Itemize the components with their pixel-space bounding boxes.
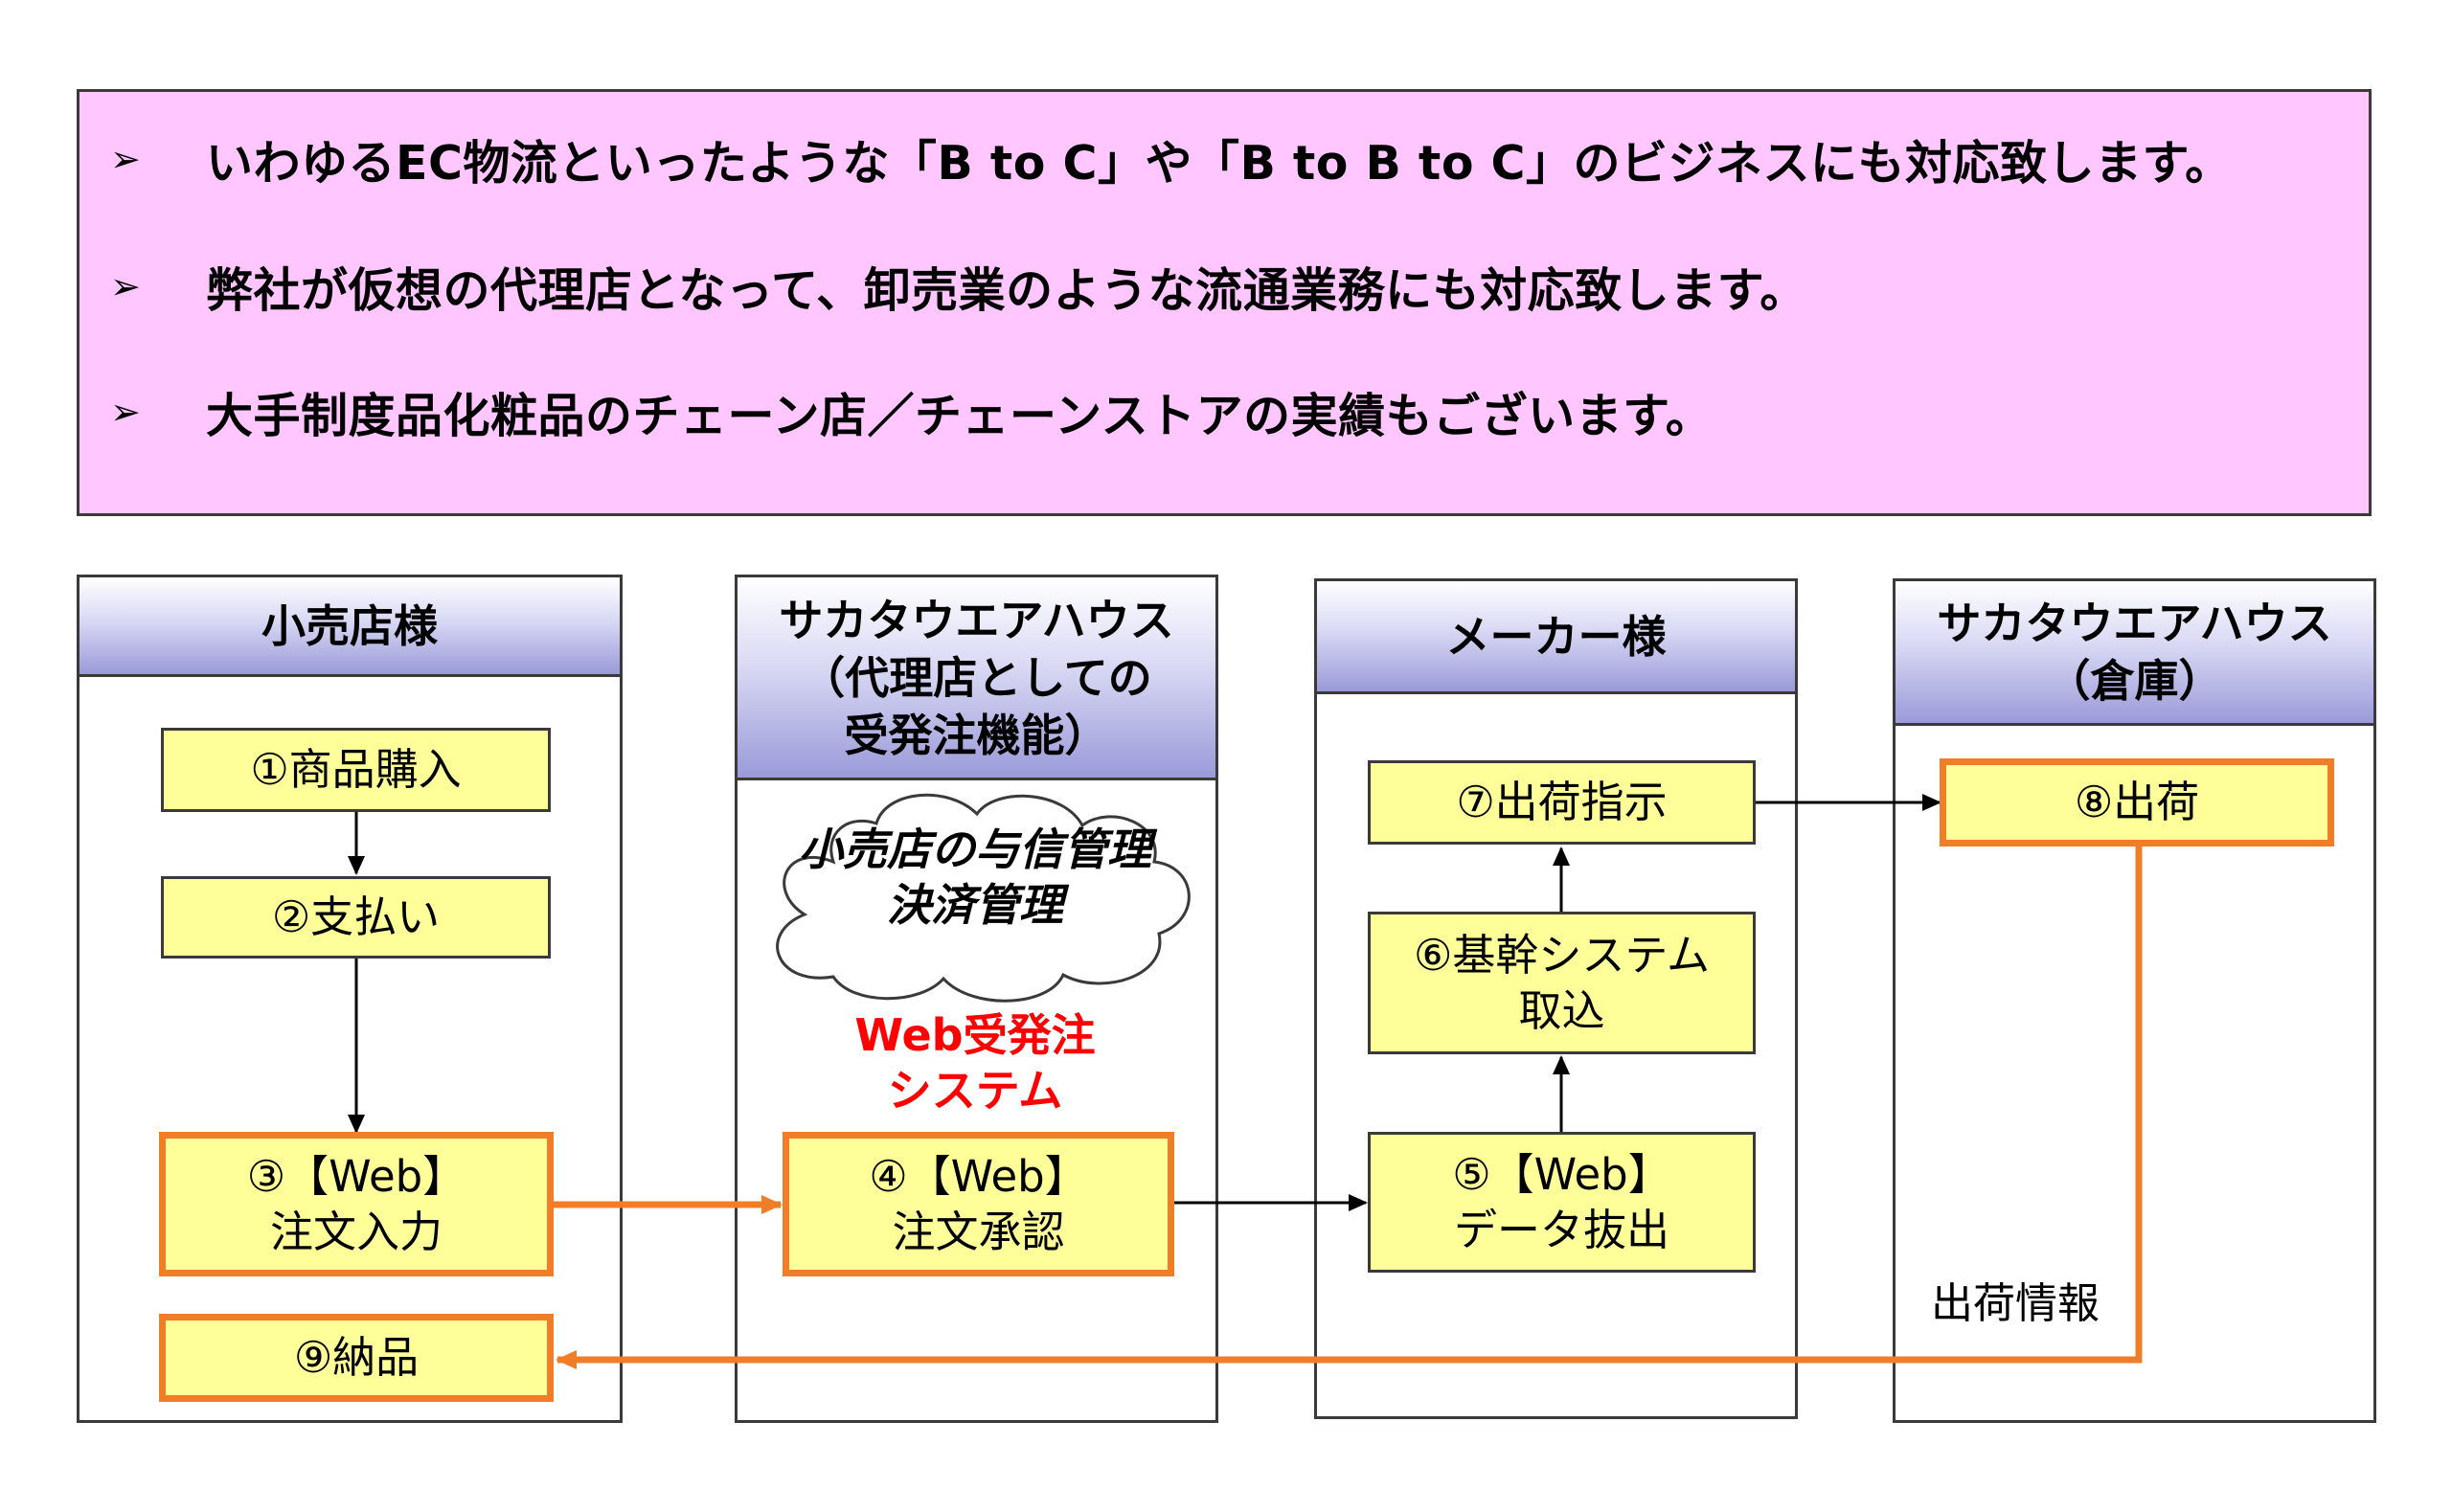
bullet-arrow-icon: ➢: [110, 265, 142, 307]
step-label: ⑨納品: [293, 1332, 420, 1383]
step-label-line: ③【Web】: [246, 1150, 466, 1202]
step-5-web-data-extraction: ⑤【Web】 データ抜出: [1368, 1132, 1756, 1273]
step-label-line: ⑤【Web】: [1452, 1148, 1671, 1200]
step-label-line: ④【Web】: [869, 1150, 1088, 1202]
column-title: 小売店様: [261, 599, 438, 652]
step-label-line: 注文入力: [269, 1206, 443, 1257]
step-6-core-system-import: ⑥基幹システム 取込: [1368, 912, 1756, 1054]
step-label-line: ⑥基幹システム: [1414, 929, 1710, 981]
step-label-line: データ抜出: [1453, 1204, 1669, 1255]
system-label-line: Web受発注: [854, 1009, 1096, 1061]
column-title-line: （代理店としての: [801, 651, 1152, 704]
column-title-line: （倉庫）: [2046, 655, 2223, 707]
column-title-line: サカタウエアハウス: [779, 594, 1174, 646]
step-8-shipping: ⑧出荷: [1940, 758, 2334, 846]
step-2-payment: ②支払い: [161, 876, 551, 959]
column-title: メーカー様: [1445, 610, 1667, 663]
cloud-note-line: 決済管理: [887, 879, 1063, 931]
step-3-web-order-entry: ③【Web】 注文入力: [159, 1132, 554, 1276]
column-header-maker: メーカー様: [1317, 581, 1795, 694]
column-header-retailer: 小売店様: [79, 577, 620, 677]
shipping-info-label: 出荷情報: [1931, 1279, 2100, 1328]
step-7-shipping-instruction: ⑦出荷指示: [1368, 760, 1756, 845]
bullet-item: ➢ 弊社が仮想の代理店となって、卸売業のような流通業務にも対応致します。: [110, 248, 1807, 325]
column-warehouse: サカタウエアハウス （倉庫）: [1893, 578, 2376, 1423]
step-4-web-order-approval: ④【Web】 注文承認: [783, 1132, 1174, 1276]
system-label-line: システム: [887, 1065, 1063, 1117]
cloud-note-line: 小売店の与信管理: [799, 824, 1151, 875]
step-label: ⑧出荷: [2074, 777, 2200, 827]
bullet-text: いわゆるEC物流といったような「B to C」や「B to B to C」のビジ…: [206, 135, 2233, 191]
bullet-item: ➢ いわゆるEC物流といったような「B to C」や「B to B to C」の…: [110, 121, 2233, 197]
cloud-note: 小売店の与信管理 決済管理: [755, 822, 1195, 933]
column-header-agency: サカタウエアハウス （代理店としての 受発注機能）: [738, 577, 1215, 780]
bullet-arrow-icon: ➢: [110, 138, 142, 180]
step-label: ①商品購入: [250, 744, 462, 795]
cloud-shape: [776, 793, 1191, 1003]
step-1-purchase: ①商品購入: [161, 728, 551, 812]
web-order-system-label: Web受発注 システム: [803, 1007, 1147, 1118]
arrow-step8-to-step9: [556, 846, 2143, 1369]
column-retailer: 小売店様: [77, 575, 623, 1423]
column-title-line: サカタウエアハウス: [1937, 598, 2332, 649]
step-label-line: 注文承認: [892, 1206, 1065, 1257]
column-header-warehouse: サカタウエアハウス （倉庫）: [1896, 581, 2373, 726]
bullet-item: ➢ 大手制度品化粧品のチェーン店／チェーンストアの実績もございます。: [110, 373, 1713, 450]
bullet-text: 弊社が仮想の代理店となって、卸売業のような流通業務にも対応致します。: [206, 262, 1807, 318]
step-label: ②支払い: [271, 891, 441, 942]
bullet-text: 大手制度品化粧品のチェーン店／チェーンストアの実績もございます。: [206, 388, 1714, 443]
column-title-line: 受発注機能）: [844, 709, 1109, 761]
step-label-line: 取込: [1518, 984, 1605, 1036]
step-9-delivery: ⑨納品: [159, 1314, 554, 1402]
column-agency: サカタウエアハウス （代理店としての 受発注機能）: [735, 575, 1218, 1423]
bullet-arrow-icon: ➢: [110, 391, 142, 433]
feature-bullet-panel: ➢ いわゆるEC物流といったような「B to C」や「B to B to C」の…: [77, 89, 2372, 516]
step-label: ⑦出荷指示: [1456, 777, 1668, 827]
